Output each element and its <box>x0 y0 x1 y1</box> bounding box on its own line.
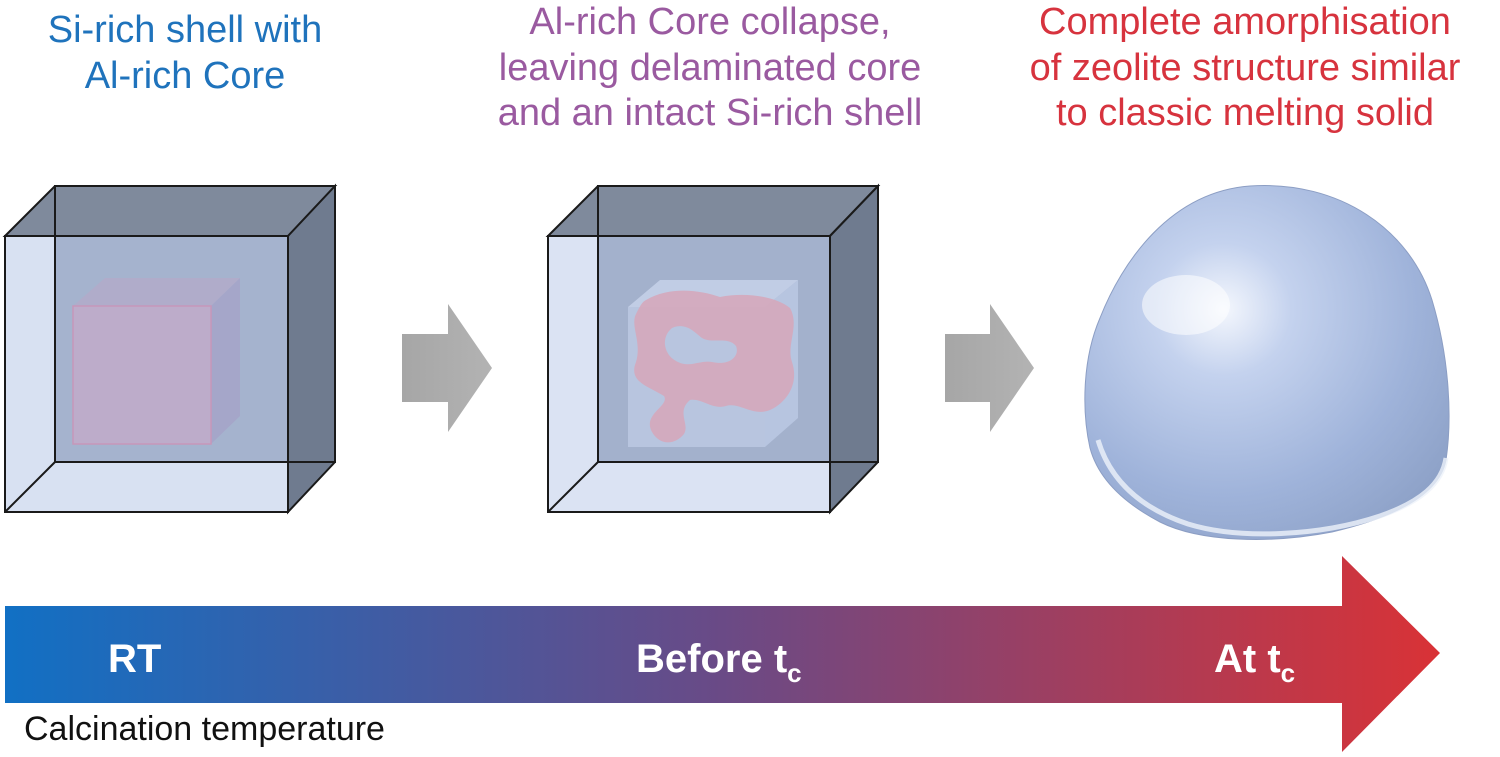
droplet-highlight <box>1142 275 1230 335</box>
droplet-body <box>1084 185 1450 540</box>
cube-stage-1 <box>2 183 338 515</box>
caption-line: Al-rich Core collapse, <box>529 1 891 43</box>
caption-line: of zeolite structure similar <box>1029 46 1461 89</box>
caption-stage-1: Si-rich shell with Al-rich Core <box>0 8 370 99</box>
caption-line: and an intact Si-rich shell <box>497 92 923 135</box>
x-axis-label: Calcination temperature <box>24 710 385 748</box>
caption-stage-3: Complete amorphisation of zeolite struct… <box>990 0 1500 137</box>
amorphous-droplet <box>1084 185 1450 540</box>
process-arrow-2 <box>945 304 1034 432</box>
cube-stage-2 <box>545 183 881 515</box>
caption-line: Al-rich Core <box>84 54 286 97</box>
caption-line: Complete amorphisation <box>1039 1 1451 43</box>
stage-label-rt: RT <box>108 637 161 681</box>
stage-label-before-tc: Before tc <box>636 637 802 688</box>
shell-side-face <box>287 183 336 515</box>
process-arrow-1 <box>402 304 492 432</box>
shell-side-face <box>829 183 879 515</box>
stage-label-at-tc: At tc <box>1214 637 1295 688</box>
temperature-timeline-arrow <box>5 556 1440 752</box>
stage-subscript: c <box>1281 658 1295 688</box>
shell-inner-edge <box>4 461 56 513</box>
caption-line: to classic melting solid <box>1055 92 1435 135</box>
caption-stage-2: Al-rich Core collapse, leaving delaminat… <box>440 0 980 137</box>
stage-subscript: c <box>787 658 801 688</box>
caption-line: Si-rich shell with <box>47 9 323 51</box>
shell-inner-edge <box>547 461 599 513</box>
droplet-base-rim <box>1095 439 1449 537</box>
caption-line: leaving delaminated core <box>498 46 922 89</box>
